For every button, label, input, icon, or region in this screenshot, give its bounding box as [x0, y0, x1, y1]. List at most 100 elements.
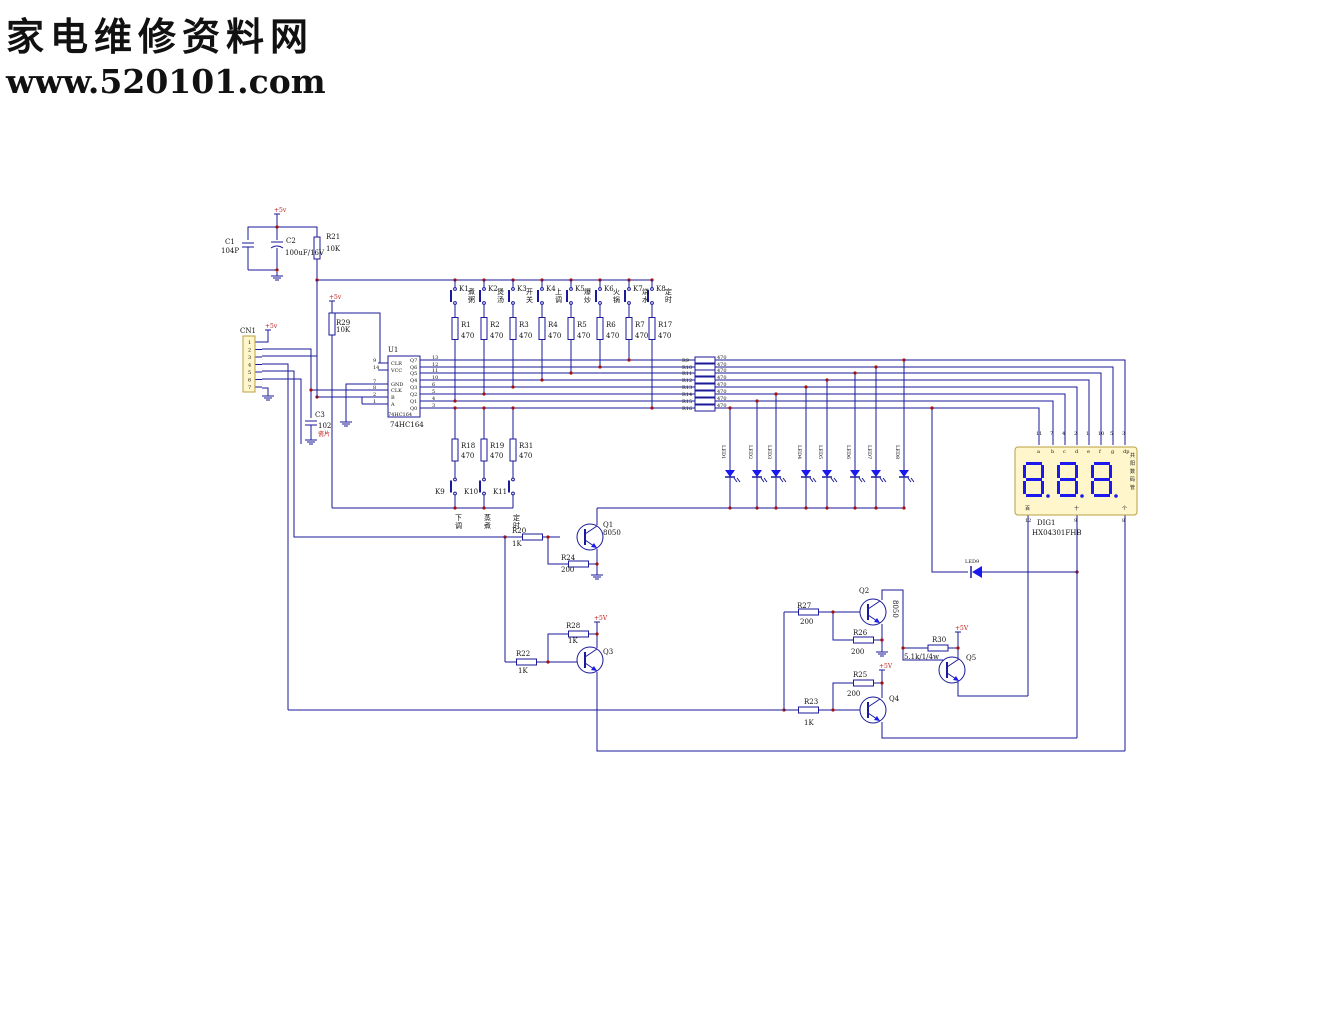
- cn1-pin-number: 2: [248, 348, 251, 354]
- led-6: [850, 470, 860, 477]
- vertical-label-char: 码: [1130, 476, 1135, 483]
- led-ref: LED5: [817, 445, 823, 459]
- ic-pin-name: Q6: [410, 365, 417, 371]
- key-ref: K9: [435, 488, 445, 496]
- led-ref: LED6: [845, 445, 851, 459]
- c3-value: 102: [318, 422, 331, 430]
- resistor-r18: [451, 438, 459, 462]
- q1-ref: Q1: [603, 521, 613, 529]
- wire: [262, 387, 269, 392]
- led-3: [771, 470, 781, 477]
- resistor-value: 470: [635, 332, 648, 340]
- junction-dot: [831, 610, 835, 614]
- junction-dot: [901, 646, 905, 650]
- junction-dot: [595, 562, 599, 566]
- led-arrow: [736, 477, 741, 483]
- transistor-q5: [938, 656, 966, 684]
- resistor-r30: [927, 644, 949, 652]
- resistor-value: 470: [490, 452, 503, 460]
- cn1-pin-number: 6: [248, 378, 251, 384]
- resistor-value: 470: [461, 332, 474, 340]
- junction-dot: [275, 225, 279, 229]
- junction-dot: [569, 371, 573, 375]
- resistor-ref: R31: [519, 442, 533, 450]
- ic-pin-number: 12: [432, 362, 438, 368]
- led-ref: LED7: [866, 445, 872, 459]
- key-label: 开关: [526, 288, 533, 304]
- wire: [547, 633, 560, 662]
- array-resistor-value: 470: [717, 368, 727, 374]
- led-arrow: [861, 477, 866, 483]
- segment-line: [715, 400, 1054, 445]
- display-pin-number: 11: [1036, 431, 1042, 437]
- resistor-value: 470: [548, 332, 561, 340]
- resistor-array-r13: [694, 383, 716, 391]
- array-resistor-ref: R14: [682, 392, 692, 398]
- resistor-r4: [538, 317, 546, 340]
- resistor-r28: [516, 658, 537, 666]
- led-arrow: [812, 477, 817, 483]
- resistor-ref: R7: [635, 321, 645, 329]
- resistor-value: 470: [606, 332, 619, 340]
- wire: [596, 672, 1125, 752]
- display-pin-number: 4: [1062, 431, 1065, 437]
- switch-k4: [540, 301, 544, 305]
- led-ref: LED8: [894, 445, 900, 459]
- resistor-r17: [648, 317, 656, 340]
- c2-value: 100uF/16V: [285, 249, 325, 257]
- key-label: 下调: [455, 514, 462, 530]
- q4-ref: Q4: [889, 695, 900, 703]
- junction-dot: [627, 358, 631, 362]
- r26-ref: R26: [853, 629, 868, 637]
- junction-dot: [650, 406, 654, 410]
- junction-dot: [804, 385, 808, 389]
- ic-pin-name: CLK: [391, 388, 402, 394]
- resistor-r22: [798, 608, 819, 616]
- switch-k2: [482, 301, 486, 305]
- site-title: 家电维修资料网: [6, 14, 315, 59]
- led-arrow: [830, 477, 835, 483]
- junction-dot: [482, 406, 486, 410]
- q3-ref: Q3: [603, 648, 613, 656]
- wire: [277, 226, 318, 238]
- vertical-label-char: 煮: [484, 521, 491, 530]
- junction-dot: [540, 378, 544, 382]
- resistor-r26: [853, 636, 874, 644]
- junction-dot: [595, 632, 599, 636]
- vertical-label-char: 锅: [613, 295, 620, 304]
- switch-k9: [453, 477, 457, 482]
- junction-dot: [874, 506, 878, 510]
- display-part: HX04301FHB: [1032, 529, 1081, 537]
- led-1: [725, 470, 735, 477]
- wire: [547, 537, 560, 565]
- switch-k2: [482, 287, 486, 291]
- key-ref: K3: [517, 285, 527, 293]
- ic-pin-number: 10: [432, 375, 438, 381]
- junction-dot: [774, 392, 778, 396]
- r28-ref: R22: [516, 650, 530, 658]
- vertical-label-char: 水: [642, 295, 649, 304]
- ic-pin-name: Q1: [410, 399, 417, 405]
- resistor-ref: R6: [606, 321, 616, 329]
- digit-3-segment: [1091, 465, 1094, 478]
- junction-dot: [831, 708, 835, 712]
- wire: [262, 370, 505, 538]
- site-url: www.520101.com: [6, 62, 326, 101]
- wire: [832, 682, 845, 710]
- resistor-ref: R1: [461, 321, 471, 329]
- junction-dot: [774, 506, 778, 510]
- resistor-array-r9: [694, 356, 716, 364]
- vertical-label-char: 火: [613, 288, 620, 296]
- resistor-r1: [451, 317, 459, 340]
- display-dp: [1114, 494, 1118, 498]
- ic-u1: [387, 355, 421, 418]
- switch-k1: [453, 301, 457, 305]
- r26-value: 200: [851, 648, 864, 656]
- key-ref: K2: [488, 285, 498, 293]
- transistor-q4: [859, 696, 887, 724]
- r30-value: 5.1k/1/4w: [904, 653, 939, 661]
- wire: [931, 408, 968, 573]
- transistor-collector: [946, 658, 960, 668]
- switch-k5: [569, 287, 573, 291]
